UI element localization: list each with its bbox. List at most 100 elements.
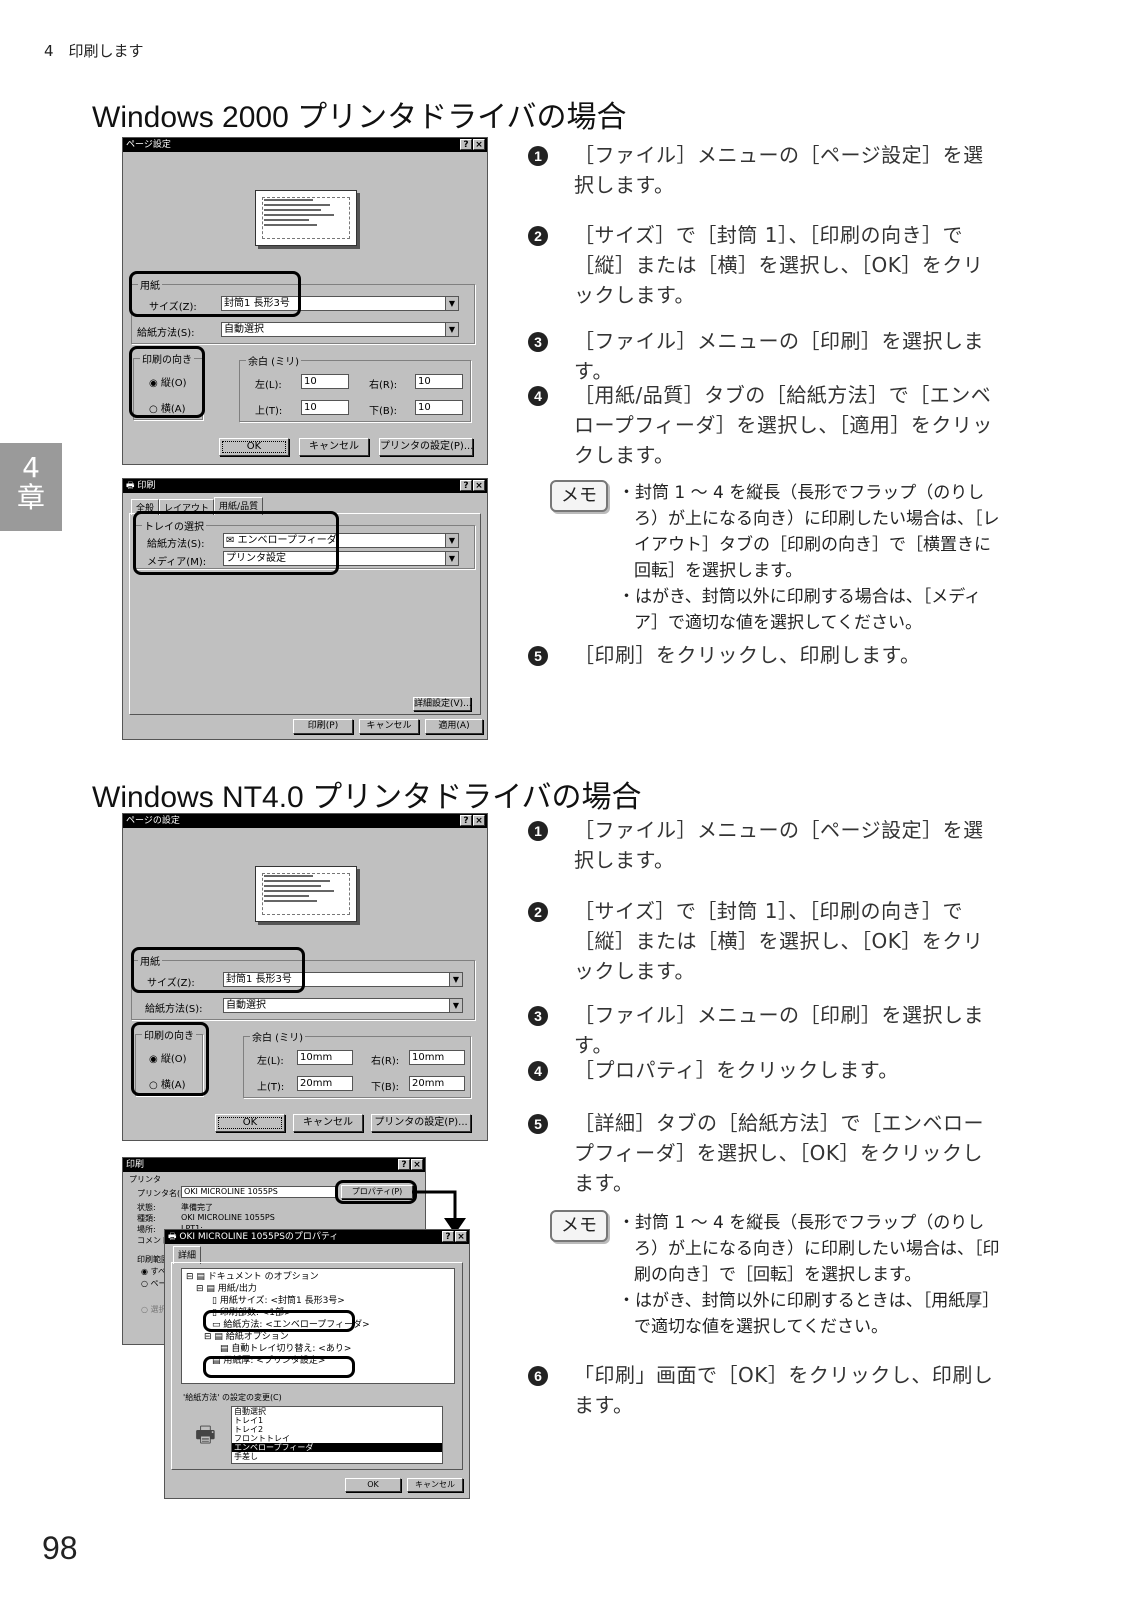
tree-item[interactable]: ▤ 自動トレイ切り替え: <あり> — [220, 1344, 352, 1354]
tree-item[interactable]: ⊟ ▤ 用紙/出力 — [196, 1284, 257, 1294]
portrait-radio[interactable]: ◉ 縦(O) — [149, 378, 187, 389]
list-item[interactable]: トレイ1 — [234, 1416, 264, 1425]
media-select-value: プリンタ設定 — [226, 553, 286, 564]
tab-paper-quality[interactable]: 用紙/品質 — [214, 497, 264, 515]
step-number: 1 — [528, 821, 548, 841]
close-button[interactable]: × — [411, 1159, 423, 1170]
bottom-margin-input[interactable]: 10 — [415, 400, 463, 415]
ok-button[interactable]: OK — [219, 438, 289, 456]
landscape-radio[interactable]: ○ 横(A) — [149, 1080, 186, 1091]
help-button[interactable]: ? — [442, 1231, 454, 1242]
left-margin-input[interactable]: 10mm — [297, 1050, 353, 1065]
step-text: ［ファイル］メニューの［ページ設定］を選択します。 — [574, 818, 984, 872]
tree-item[interactable]: ▭ 給紙方法: <エンベロープフィーダ> — [212, 1320, 370, 1330]
list-item[interactable]: トレイ2 — [234, 1425, 264, 1434]
advanced-button[interactable]: 詳細設定(V)... — [413, 697, 472, 711]
size-select[interactable]: 封筒1 長形3号 ▼ — [221, 296, 459, 311]
top-margin-input[interactable]: 20mm — [297, 1076, 353, 1091]
close-button[interactable]: × — [473, 815, 485, 826]
folder-icon: ▤ — [214, 1332, 223, 1342]
tab-panel — [171, 1262, 463, 1470]
close-button[interactable]: × — [473, 139, 485, 150]
tray-options-list[interactable]: 自動選択 トレイ1 トレイ2 フロントトレイ エンベロープフィーダ 手差し — [231, 1406, 443, 1464]
bottom-margin-label: 下(B): — [369, 406, 398, 417]
source-select[interactable]: 自動選択 ▼ — [221, 322, 459, 337]
portrait-radio[interactable]: ◉ 縦(O) — [149, 1054, 187, 1065]
left-margin-input[interactable]: 10 — [301, 374, 349, 389]
chevron-down-icon: ▼ — [445, 297, 458, 310]
step-number: 4 — [528, 1061, 548, 1081]
tree-item[interactable]: ▤ 用紙厚: <プリンタ設定> — [212, 1356, 326, 1366]
change-setting-label: '給紙方法' の設定の変更(C) — [183, 1393, 282, 1402]
printer-setup-button[interactable]: プリンタの設定(P)... — [371, 1114, 471, 1132]
chapter-kanji: 章 — [16, 481, 45, 514]
help-button[interactable]: ? — [460, 815, 472, 826]
tree-item[interactable]: ▯ 印刷部数: <1部> — [212, 1308, 292, 1318]
list-item[interactable]: 手差し — [234, 1452, 258, 1461]
step-number: 5 — [528, 1114, 548, 1134]
print-button[interactable]: 印刷(P) — [293, 719, 353, 734]
tab-details[interactable]: 詳細 — [173, 1246, 202, 1264]
printer-setup-button[interactable]: プリンタの設定(P)... — [379, 438, 473, 456]
help-button[interactable]: ? — [398, 1159, 410, 1170]
landscape-radio[interactable]: ○ 横(A) — [149, 404, 186, 415]
margin-group: 余白 (ミリ) — [243, 1029, 471, 1098]
cancel-button[interactable]: キャンセル — [359, 719, 419, 734]
source-select[interactable]: 自動選択 ▼ — [223, 998, 463, 1013]
highlight-orientation — [129, 346, 205, 418]
dialog-titlebar: 🖶 OKI MICROLINE 1055PSのプロパティ ? × — [165, 1230, 469, 1244]
top-margin-input[interactable]: 10 — [301, 400, 349, 415]
close-button[interactable]: × — [455, 1231, 467, 1242]
landscape-radio-label: 横(A) — [160, 1080, 186, 1091]
close-button[interactable]: × — [473, 480, 485, 491]
arrow-line — [412, 1190, 457, 1220]
tree-item[interactable]: ⊟ ▤ 給紙オプション — [204, 1332, 289, 1342]
step-number: 5 — [528, 646, 548, 666]
top-margin-label: 上(T): — [255, 406, 283, 417]
right-margin-input[interactable]: 10 — [415, 374, 463, 389]
list-item-selected[interactable]: エンベロープフィーダ — [232, 1443, 442, 1452]
media-select[interactable]: プリンタ設定 ▼ — [223, 551, 459, 566]
tree-item[interactable]: ▯ 用紙サイズ: <封筒1 長形3号> — [212, 1296, 345, 1306]
help-button[interactable]: ? — [460, 480, 472, 491]
cancel-button[interactable]: キャンセル — [407, 1478, 463, 1492]
list-item[interactable]: 自動選択 — [234, 1407, 266, 1416]
size-label: サイズ(Z): — [149, 302, 197, 313]
ok-button[interactable]: OK — [215, 1114, 285, 1132]
tray-group-label: トレイの選択 — [142, 518, 206, 533]
cancel-button[interactable]: キャンセル — [299, 438, 369, 456]
list-item[interactable]: フロントトレイ — [234, 1434, 290, 1443]
section-title-win2000: Windows 2000 プリンタドライバの場合 — [92, 101, 627, 134]
bottom-margin-input[interactable]: 20mm — [409, 1076, 465, 1091]
size-select[interactable]: 封筒1 長形3号 ▼ — [223, 972, 463, 987]
printer-name-select[interactable]: OKI MICROLINE 1055PS — [181, 1186, 337, 1198]
step-number: 3 — [528, 332, 548, 352]
size-select-value: 封筒1 長形3号 — [226, 974, 292, 985]
range-selection-radio[interactable]: ○ 選択 — [141, 1305, 167, 1314]
folder-icon: ▤ — [206, 1284, 215, 1294]
options-tree[interactable]: ⊟ ▤ ドキュメント のオプション ⊟ ▤ 用紙/出力 ▯ 用紙サイズ: <封筒… — [181, 1268, 455, 1384]
right-margin-input[interactable]: 10mm — [409, 1050, 465, 1065]
dialog-titlebar: 印刷 ? × — [123, 1158, 425, 1172]
help-button[interactable]: ? — [460, 139, 472, 150]
arrow-head — [444, 1218, 466, 1234]
source-label: 給紙方法(S): — [147, 539, 205, 550]
memo-item: ・封筒 1 〜 4 を縦長（長形でフラップ（のりしろ）が上になる向き）に印刷した… — [618, 1213, 1000, 1285]
printer-icon: 🖶 — [126, 481, 135, 491]
step-text: ［印刷］をクリックし、印刷します。 — [574, 643, 921, 667]
source-select[interactable]: ✉ エンベロープフィーダ ▼ — [223, 533, 459, 548]
step-text: ［詳細］タブの［給紙方法］で［エンベロープフィーダ］を選択し、［OK］をクリック… — [574, 1111, 984, 1195]
range-pages-radio[interactable]: ○ ペー — [141, 1279, 167, 1288]
range-all-radio[interactable]: ◉ すべ — [141, 1267, 166, 1276]
memo-box-nt: メモ ・封筒 1 〜 4 を縦長（長形でフラップ（のりしろ）が上になる向き）に印… — [550, 1210, 1000, 1340]
portrait-radio-label: 縦(O) — [160, 1054, 187, 1065]
apply-button[interactable]: 適用(A) — [425, 719, 483, 734]
ok-button[interactable]: OK — [345, 1478, 401, 1492]
cancel-button[interactable]: キャンセル — [293, 1114, 363, 1132]
highlight-paper-source — [203, 1310, 355, 1332]
orientation-group-label: 印刷の向き — [140, 351, 194, 366]
highlight-tray-selection — [133, 511, 339, 575]
step-number: 4 — [528, 386, 548, 406]
properties-dialog: 🖶 OKI MICROLINE 1055PSのプロパティ ? × 詳細 ⊟ ▤ … — [164, 1229, 470, 1499]
tree-item[interactable]: ⊟ ▤ ドキュメント のオプション — [186, 1272, 319, 1282]
